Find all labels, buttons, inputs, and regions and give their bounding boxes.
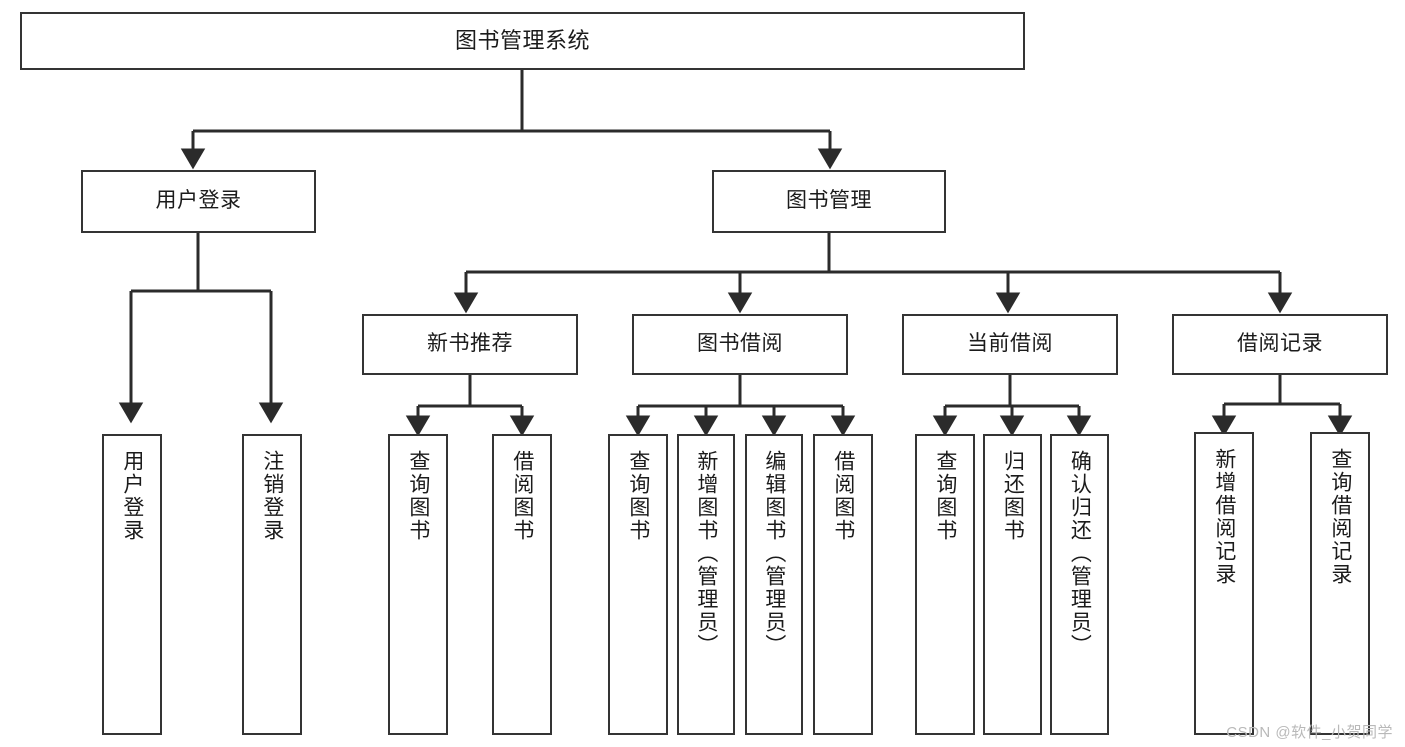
node-leaf-borrow-book-2[interactable]: 借阅图书 — [813, 434, 873, 735]
node-current-borrow-label: 当前借阅 — [967, 332, 1053, 356]
node-leaf-borrow-book-1-label: 借阅图书 — [510, 450, 534, 542]
node-leaf-query-book-2-label: 查询图书 — [626, 450, 650, 542]
node-user-login[interactable]: 用户登录 — [81, 170, 316, 233]
node-leaf-query-book-1-label: 查询图书 — [406, 450, 430, 542]
node-leaf-query-book-1[interactable]: 查询图书 — [388, 434, 448, 735]
node-leaf-user-login[interactable]: 用户登录 — [102, 434, 162, 735]
node-leaf-confirm-return[interactable]: 确认归还（管理员） — [1050, 434, 1109, 735]
node-leaf-query-book-2[interactable]: 查询图书 — [608, 434, 668, 735]
node-book-borrow[interactable]: 图书借阅 — [632, 314, 848, 375]
node-leaf-add-record[interactable]: 新增借阅记录 — [1194, 432, 1254, 735]
node-leaf-confirm-return-label: 确认归还（管理员） — [1068, 450, 1092, 657]
node-new-book-recommend-label: 新书推荐 — [427, 332, 513, 356]
node-book-manage[interactable]: 图书管理 — [712, 170, 946, 233]
node-leaf-query-record[interactable]: 查询借阅记录 — [1310, 432, 1370, 735]
node-leaf-edit-book-label: 编辑图书（管理员） — [762, 450, 786, 657]
node-leaf-add-book-label: 新增图书（管理员） — [694, 450, 718, 657]
node-leaf-user-logout[interactable]: 注销登录 — [242, 434, 302, 735]
csdn-watermark: CSDN @软件_小贺同学 — [1226, 724, 1393, 741]
node-borrow-record-label: 借阅记录 — [1237, 332, 1323, 356]
node-leaf-query-book-3-label: 查询图书 — [933, 450, 957, 542]
node-leaf-add-record-label: 新增借阅记录 — [1212, 448, 1236, 586]
node-leaf-add-book[interactable]: 新增图书（管理员） — [677, 434, 735, 735]
node-root[interactable]: 图书管理系统 — [20, 12, 1025, 70]
node-book-borrow-label: 图书借阅 — [697, 332, 783, 356]
node-user-login-label: 用户登录 — [155, 189, 242, 213]
node-root-label: 图书管理系统 — [454, 28, 590, 54]
node-leaf-user-login-label: 用户登录 — [120, 450, 144, 542]
node-leaf-return-book[interactable]: 归还图书 — [983, 434, 1042, 735]
node-leaf-edit-book[interactable]: 编辑图书（管理员） — [745, 434, 803, 735]
node-leaf-user-logout-label: 注销登录 — [260, 450, 284, 542]
node-leaf-query-book-3[interactable]: 查询图书 — [915, 434, 975, 735]
node-leaf-borrow-book-2-label: 借阅图书 — [831, 450, 855, 542]
node-book-manage-label: 图书管理 — [786, 189, 872, 213]
node-new-book-recommend[interactable]: 新书推荐 — [362, 314, 578, 375]
node-leaf-return-book-label: 归还图书 — [1001, 450, 1025, 542]
node-leaf-query-record-label: 查询借阅记录 — [1328, 448, 1352, 586]
node-leaf-borrow-book-1[interactable]: 借阅图书 — [492, 434, 552, 735]
node-borrow-record[interactable]: 借阅记录 — [1172, 314, 1388, 375]
node-current-borrow[interactable]: 当前借阅 — [902, 314, 1118, 375]
